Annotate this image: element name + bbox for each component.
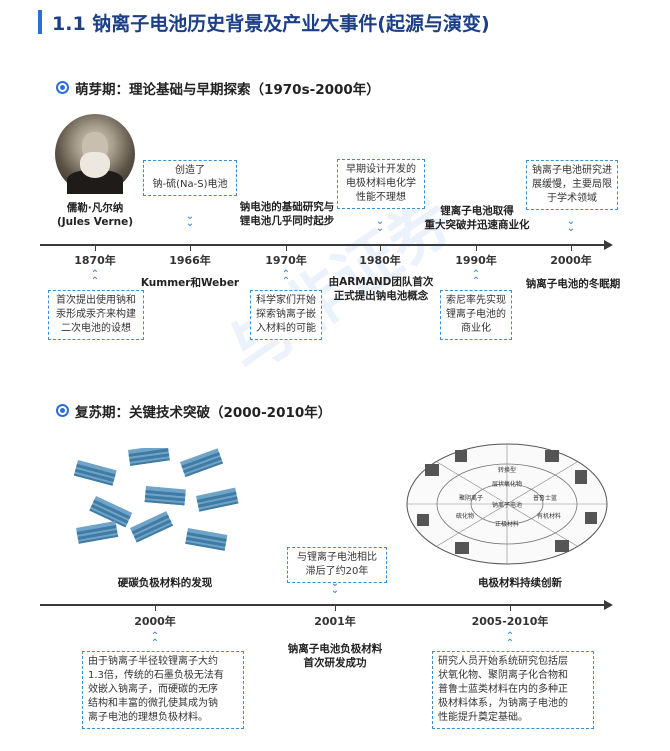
diagram-label: 转换型 bbox=[498, 466, 516, 474]
timeline-axis bbox=[40, 604, 606, 606]
year-label: 1870年 bbox=[74, 254, 116, 267]
event-label-1990: 锂离子电池取得 重大突破并迅速商业化 bbox=[424, 205, 530, 231]
diagram-label: 正极材料 bbox=[495, 520, 519, 528]
diagram-label: 钠离子电池 bbox=[492, 501, 522, 509]
chevron-up-icon: ⌃⌃ bbox=[150, 631, 160, 649]
chevron-up-icon: ⌃⌃ bbox=[471, 269, 481, 287]
section-bullet-icon bbox=[56, 81, 69, 94]
event-label-2000: 钠离子电池的冬眠期 bbox=[525, 278, 621, 290]
event-box-1980: 早期设计开发的 电极材料电化学 性能不理想 bbox=[337, 159, 425, 209]
event-box-2000-s2: 由于钠离子半径较锂离子大约 1.3倍，传统的石墨负极无法有 效嵌入钠离子，而硬碳… bbox=[82, 651, 244, 729]
section-bullet-icon bbox=[56, 404, 69, 417]
year-label: 2005-2010年 bbox=[471, 615, 549, 628]
chevron-down-icon: ⌄⌄ bbox=[185, 211, 195, 229]
page-title: 1.1 钠离子电池历史背景及产业大事件(起源与演变) bbox=[52, 13, 490, 35]
tick bbox=[190, 244, 191, 251]
year-label: 1990年 bbox=[455, 254, 497, 267]
event-label-1980: 由ARMAND团队首次 正式提出钠电池概念 bbox=[328, 276, 434, 302]
year-label: 1966年 bbox=[169, 254, 211, 267]
chevron-down-icon: ⌄⌄ bbox=[566, 216, 576, 234]
diagram-label: 普鲁士蓝 bbox=[533, 494, 557, 502]
tick bbox=[335, 604, 336, 611]
year-label: 2000年 bbox=[550, 254, 592, 267]
event-box-1966: 创造了 钠-硫(Na-S)电池 bbox=[143, 160, 237, 196]
chevron-up-icon: ⌃⌃ bbox=[90, 269, 100, 287]
tick bbox=[95, 244, 96, 251]
event-box-1870: 首次提出使用钠和 汞形成汞齐来构建 二次电池的设想 bbox=[48, 290, 144, 340]
axis-arrow-icon bbox=[604, 600, 613, 610]
chevron-down-icon: ⌄⌄ bbox=[330, 578, 340, 596]
diagram-label: 层状氧化物 bbox=[492, 480, 522, 488]
event-label-1970: 钠电池的基础研究与 锂电池几乎同时起步 bbox=[239, 201, 335, 227]
diagram-label: 硫化物 bbox=[456, 512, 474, 520]
event-label-1966: Kummer和Weber bbox=[140, 277, 240, 289]
event-box-1990: 索尼率先实现 锂离子电池的 商业化 bbox=[440, 290, 512, 340]
section1-title: 萌芽期：理论基础与早期探索（1970s-2000年） bbox=[75, 82, 380, 98]
event-box-2001: 与锂离子电池相比 滞后了约20年 bbox=[287, 547, 387, 583]
jules-verne-portrait bbox=[55, 114, 135, 194]
hard-carbon-illustration bbox=[73, 448, 239, 551]
axis-arrow-icon bbox=[604, 240, 613, 250]
tick bbox=[571, 244, 572, 251]
chevron-up-icon: ⌃⌃ bbox=[505, 631, 515, 649]
section2-title: 复苏期：关键技术突破（2000-2010年） bbox=[75, 405, 332, 421]
jules-verne-label: 儒勒·凡尔纳 (Jules Verne) bbox=[56, 202, 134, 228]
event-box-2005: 研究人员开始系统研究包括层 状氧化物、聚阴离子化合物和 普鲁士蓝类材料在内的多种… bbox=[432, 651, 594, 729]
tick bbox=[155, 604, 156, 611]
diagram-label: 聚阴离子 bbox=[459, 494, 483, 502]
event-box-2000: 钠离子电池研究进 展缓慢，主要局限 于学术领域 bbox=[526, 160, 618, 210]
timeline-axis bbox=[40, 244, 606, 246]
year-label: 2001年 bbox=[314, 615, 356, 628]
year-label: 1980年 bbox=[359, 254, 401, 267]
year-label: 1970年 bbox=[265, 254, 307, 267]
diagram-label: 有机材料 bbox=[537, 512, 561, 520]
tick bbox=[510, 604, 511, 611]
electrode-materials-diagram: 层状氧化物 聚阴离子 普鲁士蓝 钠离子电池 正极材料 硫化物 有机材料 转换型 bbox=[406, 443, 608, 565]
event-label-2005: 电极材料持续创新 bbox=[478, 577, 562, 589]
title-accent-bar bbox=[38, 10, 42, 34]
chevron-up-icon: ⌃⌃ bbox=[281, 269, 291, 287]
chevron-down-icon: ⌄⌄ bbox=[375, 216, 385, 234]
event-box-1970: 科学家们开始 探索钠离子嵌 入材料的可能 bbox=[250, 290, 322, 340]
tick bbox=[380, 244, 381, 251]
tick bbox=[286, 244, 287, 251]
tick bbox=[476, 244, 477, 251]
event-label-2001: 钠离子电池负极材料 首次研发成功 bbox=[287, 643, 383, 669]
event-label-2000-s2: 硬碳负极材料的发现 bbox=[117, 577, 213, 589]
year-label: 2000年 bbox=[134, 615, 176, 628]
